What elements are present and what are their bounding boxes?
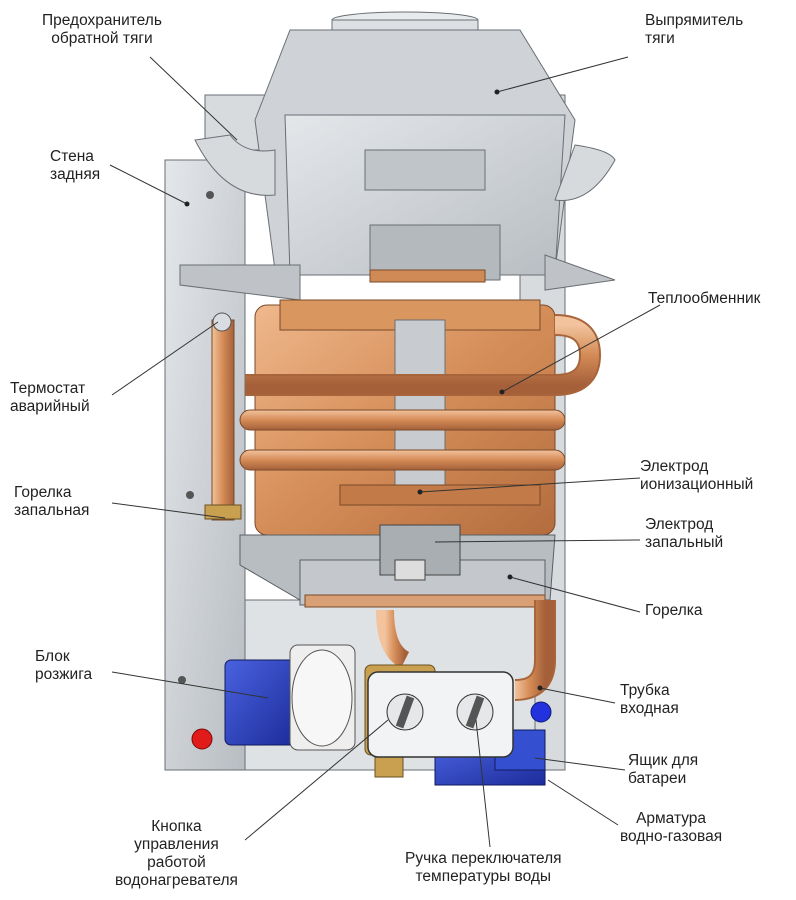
- label-inlet-pipe: Трубка входная: [620, 682, 679, 717]
- label-heat-exchanger: Теплообменник: [648, 290, 761, 307]
- heat-exchanger: [239, 299, 602, 536]
- hot-indicator: [191, 728, 213, 750]
- label-battery-box: Ящик для батареи: [628, 752, 699, 787]
- label-back-wall: Стена задняя: [50, 148, 101, 183]
- inlet-pipe: [376, 600, 556, 701]
- burner-unit: [239, 524, 556, 608]
- control-panel: [367, 671, 514, 758]
- label-ignition-block: Блок розжига: [35, 648, 93, 683]
- label-water-gas-valve: Арматура водно-газовая: [620, 810, 723, 845]
- left-pipe: [204, 312, 242, 521]
- leader-lines: [109, 56, 661, 848]
- label-draft-rectifier: Выпрямитель тяги: [645, 12, 744, 47]
- label-control-button: Кнопка управления работой водонагревател…: [115, 818, 238, 889]
- leader-dots: [184, 89, 543, 691]
- label-ionization-electrode: Электрод ионизационный: [640, 458, 754, 493]
- draft-rectifier-body: [194, 11, 616, 283]
- label-emergency-thermostat: Термостат аварийный: [10, 380, 90, 415]
- ignition-block: [224, 644, 356, 751]
- label-back-draft-fuse: Предохранитель обратной тяги: [42, 12, 162, 47]
- label-ignition-electrode: Электрод запальный: [645, 516, 724, 551]
- mounting-brackets: [179, 254, 616, 301]
- label-pilot-burner: Горелка запальная: [14, 484, 90, 519]
- label-burner: Горелка: [645, 602, 703, 619]
- label-temp-switch-handle: Ручка переключателя температуры воды: [405, 850, 562, 885]
- cold-indicator: [530, 701, 552, 723]
